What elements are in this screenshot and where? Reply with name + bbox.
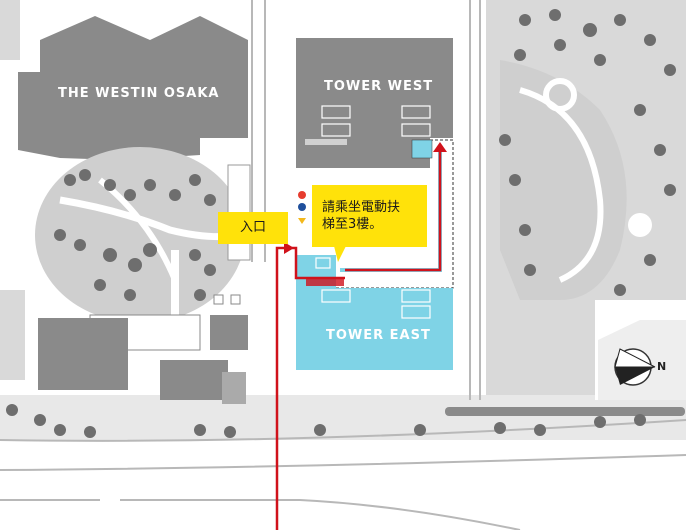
entrance-label: 入口 <box>239 220 266 235</box>
other-buildings <box>38 294 248 404</box>
escalator-callout: 請乘坐電動扶 梯至3樓。 <box>312 185 427 247</box>
label-tower-west: TOWER WEST <box>324 79 434 94</box>
route-arrow-up <box>433 142 447 152</box>
label-westin: THE WESTIN OSAKA <box>58 86 220 101</box>
compass-north-label: N <box>657 360 668 373</box>
label-tower-east: TOWER EAST <box>326 328 431 343</box>
tower-west-lobby <box>411 139 433 159</box>
compass-icon <box>614 348 656 386</box>
tower-west-building <box>296 38 453 168</box>
trees <box>6 9 676 438</box>
escalator-line-2: 梯至3樓。 <box>322 217 383 232</box>
escalator-icon <box>306 278 344 286</box>
walkway-bar <box>445 407 685 416</box>
tower-east-building <box>296 255 453 370</box>
logo-mark <box>298 191 306 224</box>
route-line <box>275 152 442 530</box>
route-arrow-right <box>284 242 294 254</box>
escalator-line-1: 請乘坐電動扶 <box>322 200 401 215</box>
entrance-callout: 入口 <box>218 212 288 244</box>
connector-outline <box>296 139 454 289</box>
